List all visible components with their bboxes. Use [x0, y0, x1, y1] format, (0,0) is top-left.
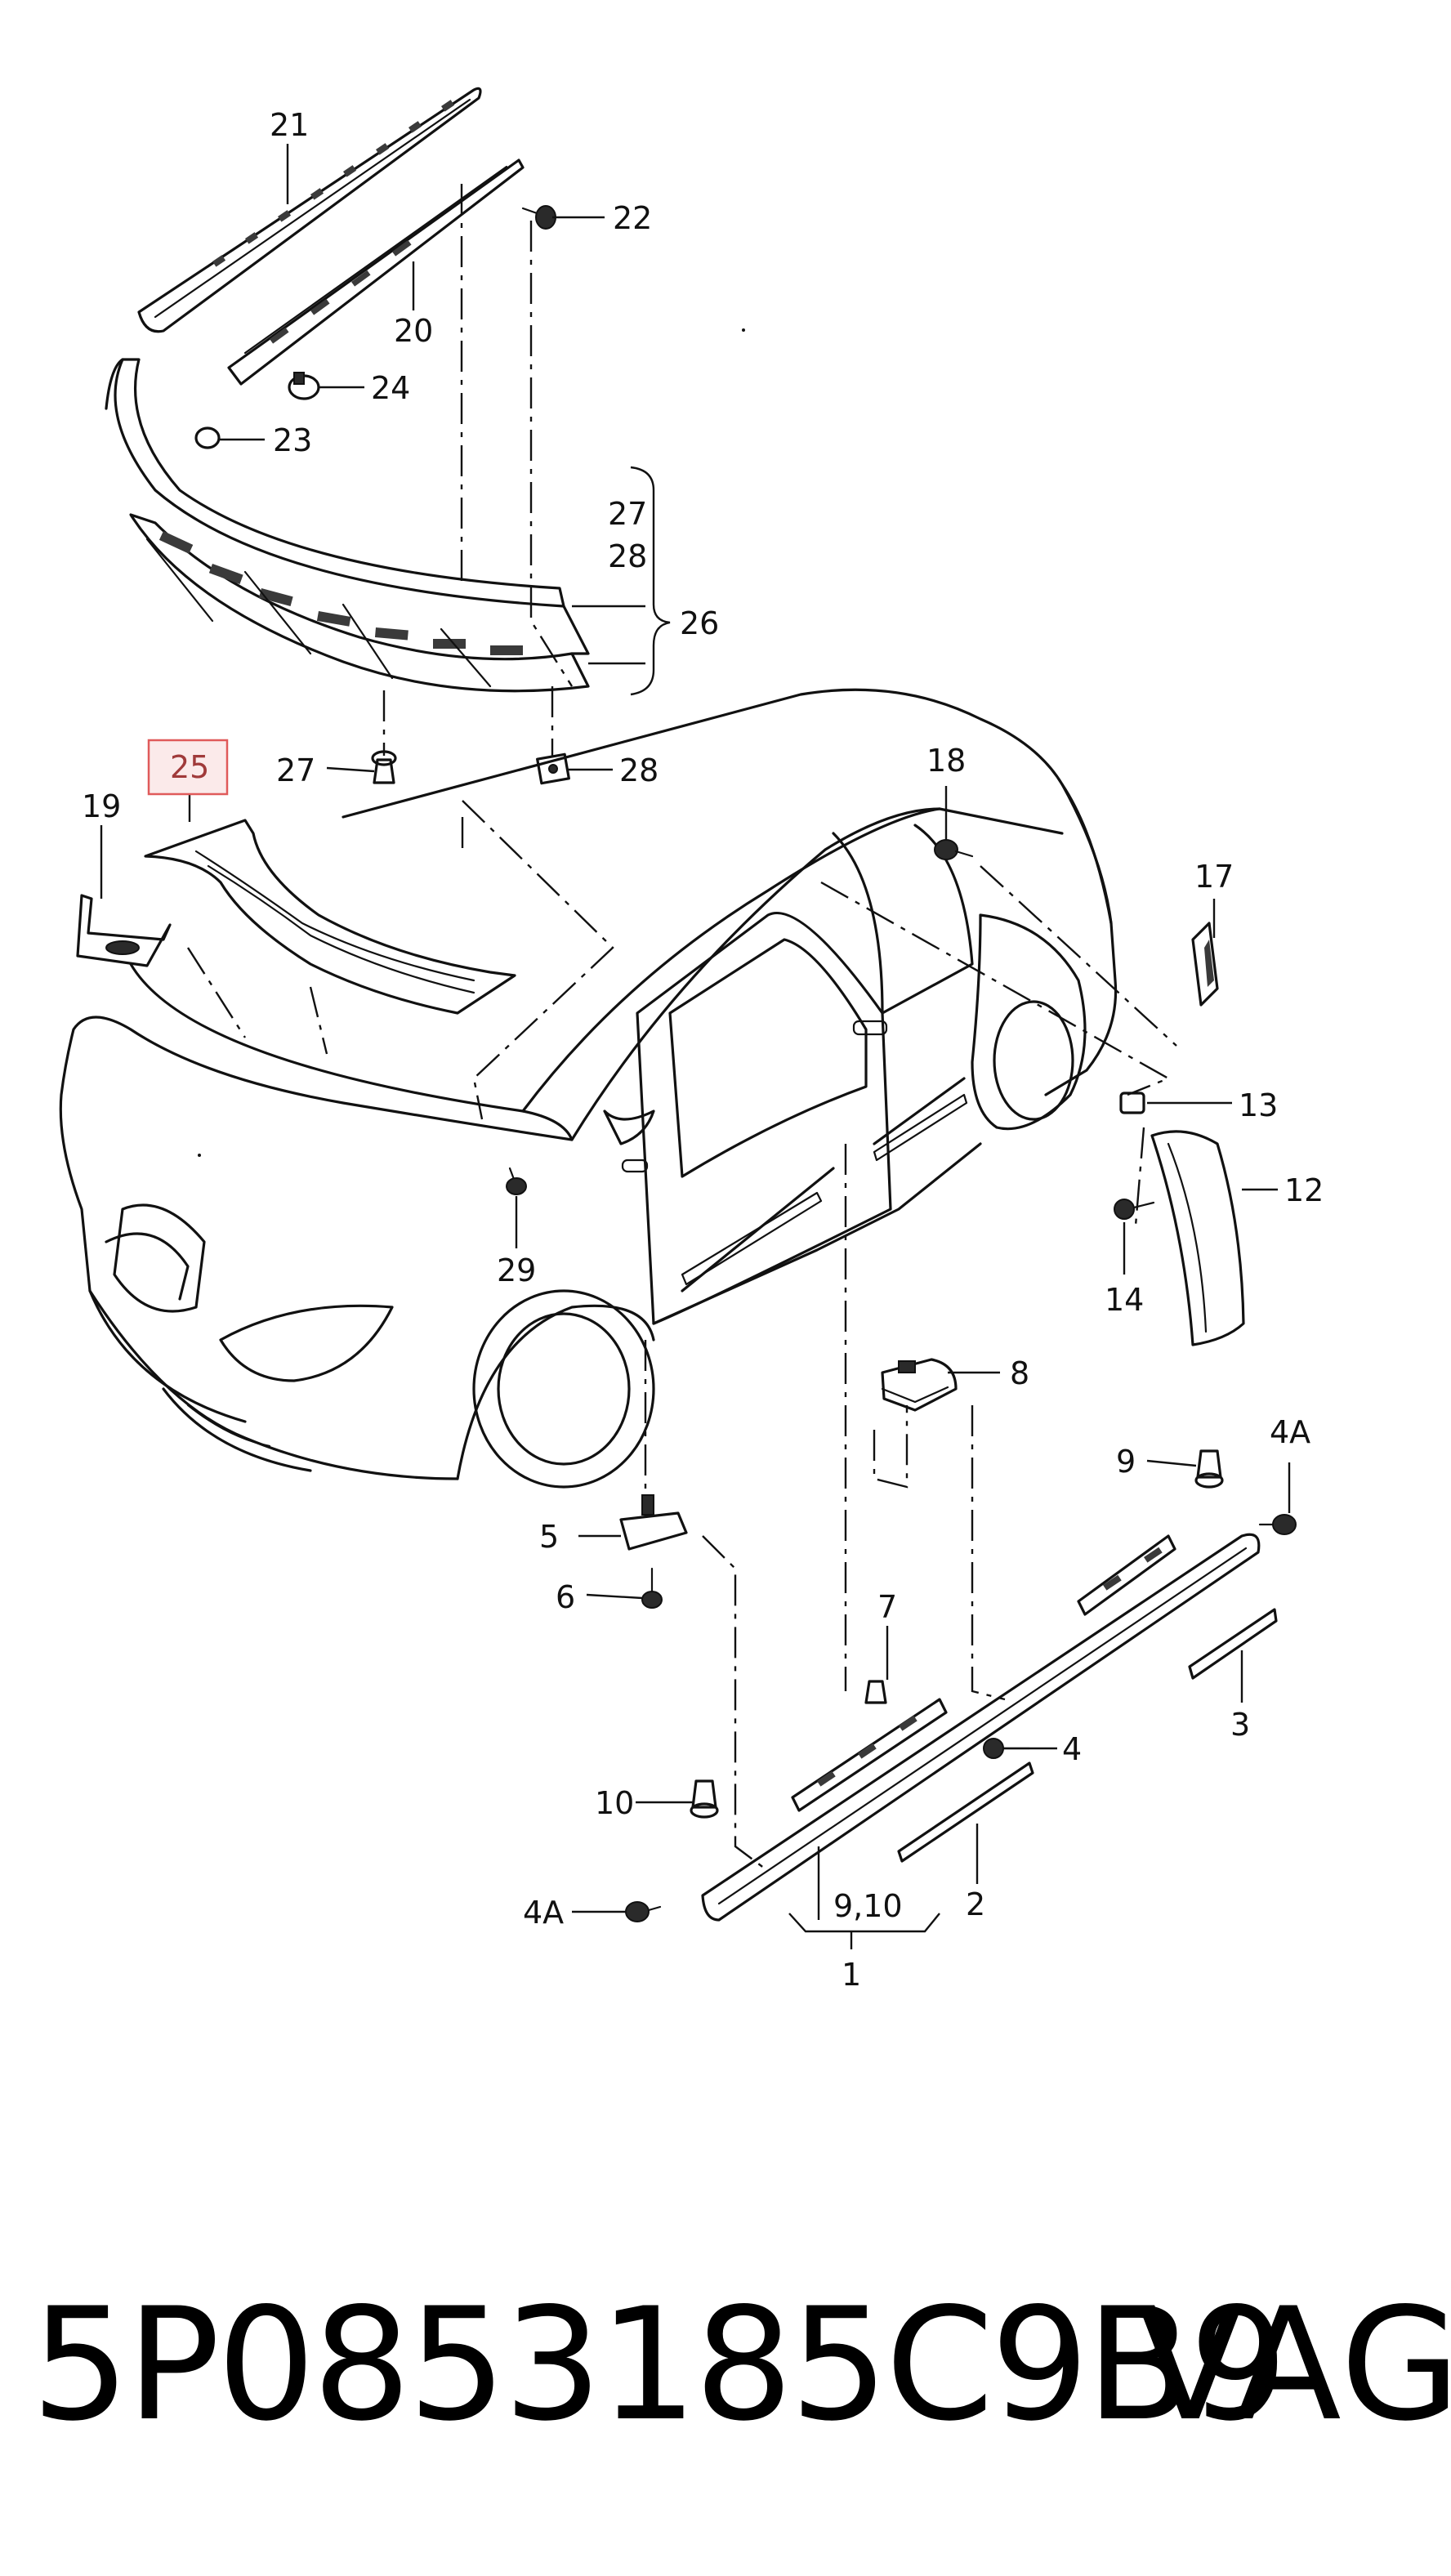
part-25-cowl-panel: [144, 819, 516, 1015]
callout-14: 14: [1105, 1282, 1144, 1318]
callout-20: 20: [394, 313, 433, 349]
part-21-trim-strip: [137, 87, 482, 333]
leader-lines: [100, 144, 1291, 1949]
callout-18: 18: [926, 743, 966, 779]
callout-4A-right: 4A: [1270, 1414, 1310, 1450]
callout-7: 7: [877, 1589, 897, 1625]
callout-8: 8: [1010, 1355, 1029, 1391]
part-14-screw-icon: [1114, 1199, 1155, 1220]
part-2-strip: [897, 1761, 1034, 1863]
part-17-trim: [1191, 922, 1219, 1007]
part-5-bracket: [619, 1494, 688, 1551]
callout-9: 9: [1116, 1444, 1136, 1480]
part-10-clip-icon: [690, 1779, 719, 1819]
part-19-bracket: [76, 894, 172, 967]
part-29-screw-icon: [506, 1167, 527, 1195]
part-12-rear-trim: [1150, 1130, 1245, 1346]
callout-4: 4: [1062, 1731, 1082, 1767]
callout-10: 10: [595, 1785, 634, 1821]
callout-5: 5: [539, 1519, 559, 1555]
part-number: 5P0853185C9B9: [31, 2275, 1288, 2455]
callout-13: 13: [1239, 1087, 1278, 1123]
part-28-nut-icon: [536, 752, 570, 785]
part-22-screw-icon: [521, 205, 556, 230]
part-18-screw-icon: [934, 839, 974, 860]
callout-28-upper: 28: [608, 538, 647, 574]
parts-exploded-diagram: 21 22 20 24 23 27 28 26 27 28 25 19 18 1…: [59, 87, 1324, 1993]
callout-25-highlight: [147, 739, 229, 796]
callout-3: 3: [1230, 1707, 1250, 1743]
callout-6: 6: [556, 1579, 575, 1615]
scan-dot: [742, 328, 745, 332]
callout-9-10: 9,10: [833, 1888, 903, 1924]
part-6-screw-icon: [641, 1567, 663, 1609]
callout-4A-left: 4A: [523, 1895, 564, 1931]
callout-28-lower: 28: [619, 752, 659, 788]
part-8-bracket: [881, 1358, 958, 1412]
callout-12: 12: [1284, 1172, 1324, 1208]
part-4A-screw-icon-left: [625, 1901, 662, 1922]
callout-26: 26: [680, 605, 719, 641]
callout-1: 1: [842, 1957, 861, 1993]
part-3-strip: [1188, 1608, 1278, 1680]
part-26-bonnet-assembly: [105, 358, 590, 693]
callout-labels: 21 22 20 24 23 27 28 26 27 28 25 19 18 1…: [82, 107, 1324, 1993]
part-9-clip-icon: [1194, 1449, 1224, 1489]
callout-27-lower: 27: [276, 752, 315, 788]
callout-17: 17: [1194, 859, 1234, 895]
car-body-outline: [59, 688, 1118, 1489]
part-24-clip-icon: [288, 372, 320, 400]
part-20-moulding: [227, 158, 525, 386]
scan-dot: [198, 1154, 201, 1157]
callout-29: 29: [497, 1252, 536, 1288]
callout-19: 19: [82, 788, 121, 824]
part-7-clip-icon: [864, 1680, 887, 1704]
part-4A-screw-icon-right: [1258, 1514, 1297, 1535]
callout-2: 2: [966, 1886, 985, 1922]
part-23-clip-icon: [194, 426, 221, 449]
callout-25: 25: [170, 749, 209, 785]
assembly-lines: [186, 184, 1177, 1872]
callout-24: 24: [371, 370, 410, 406]
callout-21: 21: [270, 107, 309, 143]
callout-27-upper: 27: [608, 496, 647, 532]
brand-label: VAG: [1137, 2275, 1451, 2455]
part-13-clip-icon: [1119, 1092, 1145, 1114]
callout-22: 22: [613, 200, 652, 236]
part-27-clip-icon: [371, 750, 397, 784]
part-1-sill-trim: [701, 1533, 1261, 1922]
callout-23: 23: [273, 422, 312, 458]
